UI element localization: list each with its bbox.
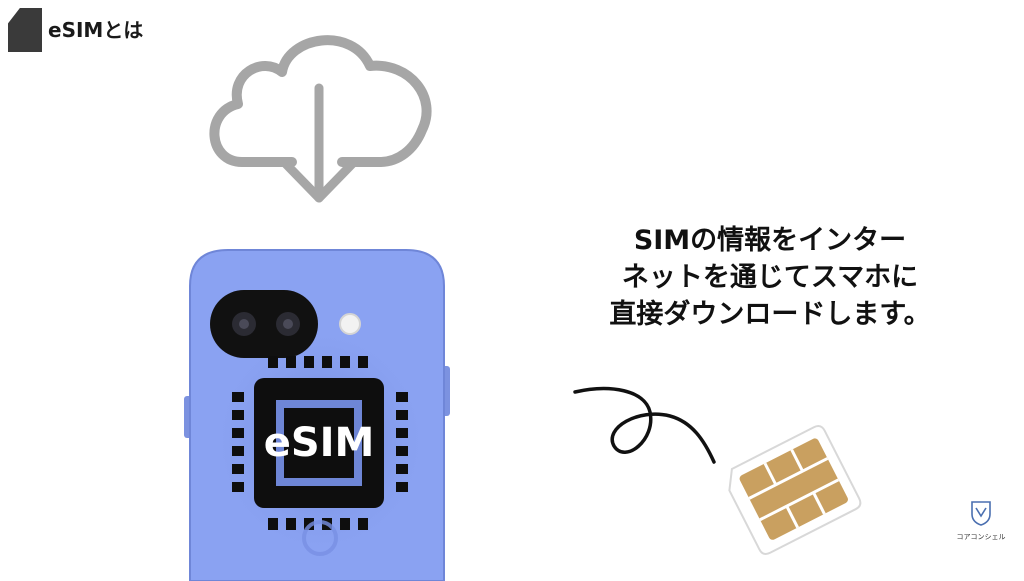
smartphone-back-illustration: eSIM — [184, 249, 450, 581]
cloud-download-icon — [209, 35, 432, 203]
section-tag-marker — [8, 8, 42, 52]
section-title: eSIMとは — [48, 18, 144, 42]
caption-text: SIMの情報をインター ネットを通じてスマホに 直接ダウンロードします。 — [560, 222, 980, 333]
sim-card-icon — [728, 425, 862, 555]
squiggle-line-decoration — [573, 386, 716, 464]
camera-module — [210, 290, 318, 358]
caption-line-3: 直接ダウンロードします。 — [609, 299, 931, 330]
caption-line-2: ネットを通じてスマホに — [621, 262, 919, 293]
esim-chip-label: eSIM — [264, 420, 375, 466]
brand-logo: コアコンシェル — [946, 500, 1016, 542]
caption-line-1: SIMの情報をインター — [633, 225, 907, 256]
brand-logo-text: コアコンシェル — [956, 533, 1006, 541]
flash-icon — [339, 313, 361, 335]
shield-logo-icon — [971, 501, 991, 526]
